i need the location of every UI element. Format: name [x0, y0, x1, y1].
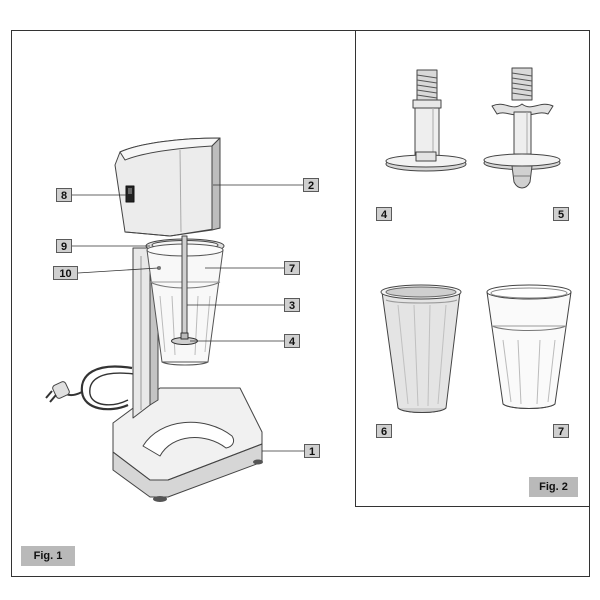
part-label-7: 7: [553, 424, 569, 438]
agitator-blade-part: [483, 67, 561, 189]
part-label-6: 6: [376, 424, 392, 438]
mixer-base: [112, 387, 263, 502]
fig1-frame: [11, 30, 590, 577]
leader-10: [77, 267, 159, 274]
agitator-disc-part: [385, 69, 467, 172]
fig1-label: Fig. 1: [21, 546, 75, 566]
fig2-label: Fig. 2: [529, 477, 578, 497]
part-label-4: 4: [376, 207, 392, 221]
callout-7: 7: [284, 261, 300, 275]
mixer-drawing: [45, 137, 263, 502]
callout-1: 1: [304, 444, 320, 458]
part-label-5: 5: [553, 207, 569, 221]
power-cord: [80, 365, 133, 411]
callout-9: 9: [56, 239, 72, 253]
fig1-leader-lines: [72, 184, 304, 452]
fig2-panel: [355, 30, 590, 507]
stainless-cup-part: [380, 284, 462, 413]
plug: [45, 381, 70, 403]
callout-3: 3: [284, 298, 300, 312]
transparent-cup-part: [486, 284, 572, 409]
callout-4: 4: [284, 334, 300, 348]
callout-10: 10: [53, 266, 78, 280]
callout-2: 2: [303, 178, 319, 192]
callout-8: 8: [56, 188, 72, 202]
motor-head: [114, 137, 221, 237]
